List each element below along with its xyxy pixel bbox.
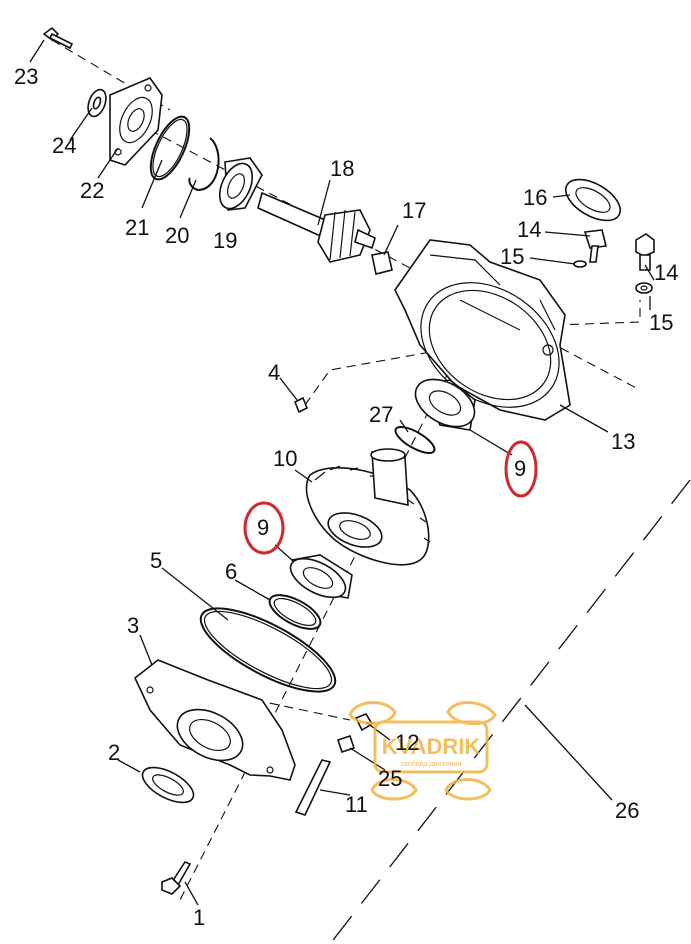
group-boundary-line (329, 479, 691, 944)
part-label-11: 11 (345, 792, 368, 817)
part-label-1: 1 (193, 905, 205, 930)
washer-part-6-inner (273, 597, 317, 627)
highlight-circle-9-right (504, 440, 538, 498)
part-label-15-right: 15 (649, 310, 673, 335)
part-label-15-upper: 15 (500, 244, 524, 269)
oring-part-21 (149, 115, 191, 181)
bearing-part-9-lower (289, 554, 353, 599)
part-label-14-upper: 14 (517, 217, 541, 242)
oring-part-21-inner (152, 118, 188, 178)
watermark-tagline: свобода движения (401, 760, 462, 768)
part-label-9-right: 9 (514, 456, 526, 481)
part-label-6: 6 (225, 559, 237, 584)
pinion-shaft-part-18 (257, 191, 376, 263)
bolt-part-14-right (635, 233, 655, 271)
watermark-brand: KVADRIK (382, 734, 481, 759)
bolt-part-1 (161, 861, 192, 895)
leader-lines (29, 39, 655, 906)
part-label-27: 27 (369, 402, 393, 427)
part-label-25: 25 (378, 766, 402, 791)
oring-part-5 (199, 607, 337, 693)
bearing-part-19 (218, 157, 263, 211)
part-labels: 23 24 22 21 20 19 18 17 16 14 15 14 15 1… (14, 64, 678, 930)
part-label-26: 26 (615, 798, 639, 823)
part-label-14-right: 14 (654, 260, 678, 285)
part-label-3: 3 (127, 613, 139, 638)
part-label-4: 4 (268, 360, 280, 385)
bearing-part-9-upper (414, 378, 476, 431)
part-label-19: 19 (213, 228, 237, 253)
part-label-12: 12 (395, 730, 419, 755)
washer-part-24 (87, 88, 107, 118)
ring-gear-part-10 (305, 448, 431, 566)
bolt-part-14-upper (583, 229, 607, 263)
part-label-21: 21 (125, 215, 149, 240)
part-label-16: 16 (523, 185, 547, 210)
washer-part-6 (268, 594, 322, 630)
oring-part-5-inner (203, 610, 333, 690)
part-label-20: 20 (165, 223, 189, 248)
washer-part-15-upper (573, 260, 587, 268)
highlight-circle-9-left (243, 501, 285, 555)
washer-part-15-right (635, 282, 653, 294)
part-label-5: 5 (150, 548, 162, 573)
plug-part-4 (293, 396, 309, 414)
part-label-24: 24 (52, 133, 76, 158)
kvadrik-watermark: KVADRIK свобода движения (348, 701, 497, 801)
washer-part-15-right-hole (640, 285, 648, 291)
bolt-part-23 (42, 26, 74, 50)
oil-seal-part-2 (141, 766, 195, 804)
ring-part-27 (394, 426, 436, 454)
cover-part-3 (134, 659, 296, 781)
part-label-2: 2 (108, 740, 120, 765)
part-label-23: 23 (14, 64, 38, 89)
oil-seal-part-16 (565, 178, 621, 222)
circlip-part-20 (188, 137, 220, 192)
part-label-13: 13 (611, 429, 635, 454)
bushing-part-17 (371, 251, 393, 275)
part-label-9-left: 9 (257, 515, 269, 540)
pin-part-11 (294, 759, 332, 816)
part-label-10: 10 (273, 446, 297, 471)
oil-seal-part-2-inner (152, 774, 184, 796)
part-label-18: 18 (330, 156, 354, 181)
part-label-17: 17 (402, 198, 426, 223)
part-label-22: 22 (80, 178, 104, 203)
